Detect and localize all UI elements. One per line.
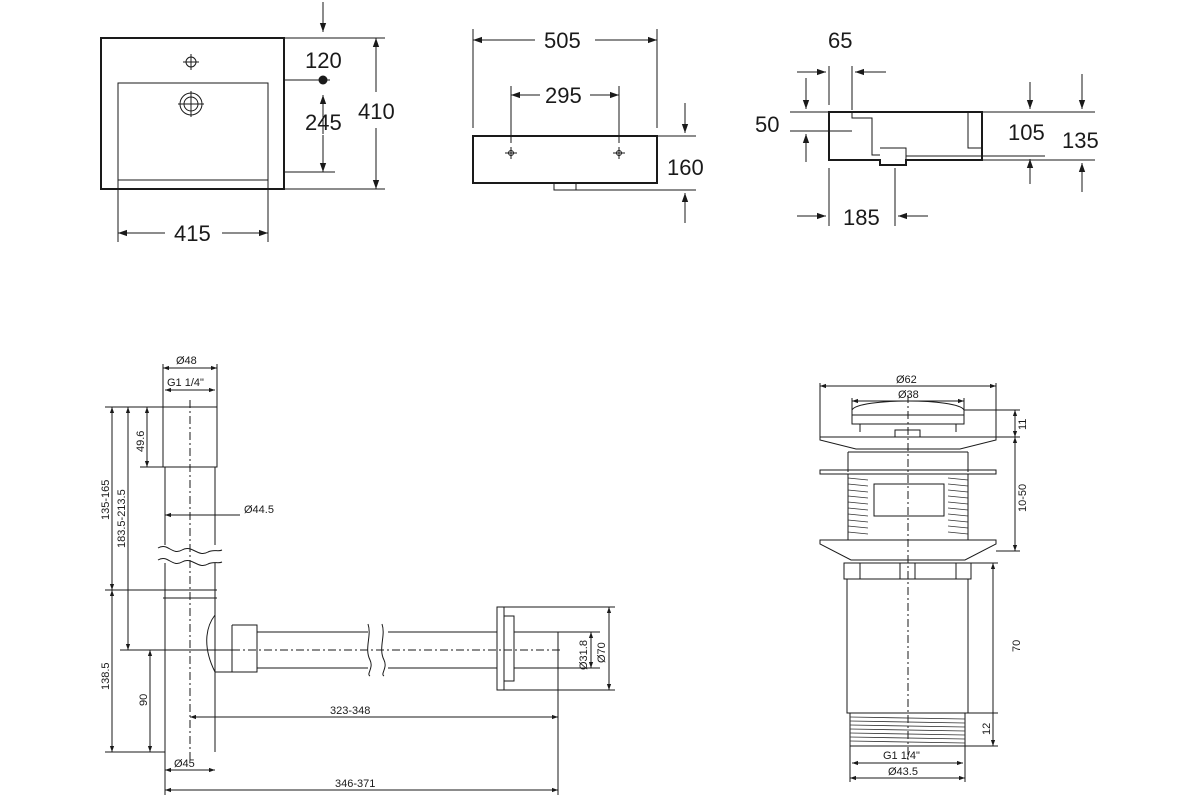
dim-295: 295 <box>545 83 582 108</box>
dim-10-50: 10-50 <box>1017 484 1029 512</box>
dim-49-6: 49.6 <box>135 431 147 452</box>
valve-window <box>873 483 945 517</box>
basin-front-view: 505 295 160 <box>472 28 704 223</box>
siphon-outlet <box>513 631 559 669</box>
tap-hole-icon <box>183 54 199 70</box>
dim-245: 245 <box>305 110 342 135</box>
dim-d31-8: Ø31.8 <box>578 640 590 670</box>
drain-valve-view: Ø62 Ø38 11 10-50 70 12 G1 1/4" Ø43.5 <box>819 374 1029 782</box>
dim-d44-5: Ø44.5 <box>244 504 274 516</box>
dim-g114-top: G1 1/4" <box>167 377 204 389</box>
dim-65: 65 <box>828 28 852 53</box>
siphon-view: Ø48 G1 1/4" 49.6 135-165 183.5-213.5 Ø44… <box>100 355 615 795</box>
valve-body-thread <box>847 474 969 540</box>
dim-105: 105 <box>1008 120 1045 145</box>
mount-hole-right-icon <box>613 147 625 159</box>
dim-160: 160 <box>667 155 704 180</box>
basin-side-profile <box>828 111 983 166</box>
valve-lower-flange <box>819 539 997 561</box>
basin-front-outline <box>472 135 658 184</box>
drain-stub <box>553 182 577 191</box>
siphon-flange <box>496 606 505 691</box>
dim-185: 185 <box>843 205 880 230</box>
dim-138-5: 138.5 <box>100 662 112 690</box>
dim-70: 70 <box>1011 640 1023 652</box>
dim-135: 135 <box>1062 128 1099 153</box>
basin-side-view: 65 50 105 135 185 <box>755 28 1099 230</box>
dim-346-371: 346-371 <box>335 778 375 790</box>
basin-top-view: 120 245 410 415 <box>100 2 395 246</box>
mount-hole-left-icon <box>505 147 517 159</box>
dim-d70: Ø70 <box>596 642 608 663</box>
dim-g114-bottom: G1 1/4" <box>883 750 920 762</box>
dim-90: 90 <box>138 694 150 706</box>
dim-12: 12 <box>981 723 993 735</box>
dim-d62: Ø62 <box>896 374 917 386</box>
drain-hole-icon <box>178 91 204 117</box>
dim-183-5-213-5: 183.5-213.5 <box>116 489 128 548</box>
dim-50: 50 <box>755 112 779 137</box>
bowl-outline <box>117 82 269 181</box>
dim-410: 410 <box>358 99 395 124</box>
dim-135-165: 135-165 <box>100 480 112 520</box>
basin-outline <box>100 37 285 190</box>
dim-d43-5: Ø43.5 <box>888 766 918 778</box>
dim-415: 415 <box>174 221 211 246</box>
dim-323-348: 323-348 <box>330 705 370 717</box>
siphon-branch <box>206 614 258 673</box>
dim-d45: Ø45 <box>174 758 195 770</box>
dim-d38: Ø38 <box>898 389 919 401</box>
dim-505: 505 <box>544 28 581 53</box>
dim-d48: Ø48 <box>176 355 197 367</box>
dim-120: 120 <box>305 48 342 73</box>
dim-11: 11 <box>1017 419 1029 430</box>
